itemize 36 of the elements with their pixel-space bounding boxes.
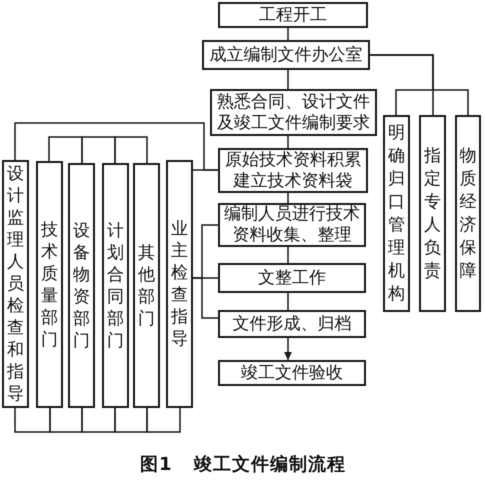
connector-line <box>287 70 289 89</box>
vertical-text-box: 计划合同部门 <box>102 163 129 408</box>
process-box: 竣工文件验收 <box>218 360 366 386</box>
connector-line <box>287 193 289 203</box>
vertical-text-box: 指定专人负责 <box>419 115 446 312</box>
connector-line <box>114 136 148 163</box>
connector-line <box>14 408 51 433</box>
connector-line <box>49 408 83 433</box>
process-box: 熟悉合同、设计文件及竣工文件编制要求 <box>210 89 377 136</box>
connector-line <box>81 408 116 433</box>
process-box: 文件形成、归档 <box>218 310 366 338</box>
connector-line <box>287 136 289 148</box>
connector-line <box>146 408 181 433</box>
connector-line <box>370 54 469 115</box>
connector-line <box>287 293 289 310</box>
vertical-text-box: 业主检查指导 <box>166 160 193 408</box>
connector-line <box>48 136 83 163</box>
connector-line <box>193 277 218 319</box>
process-box: 文整工作 <box>218 263 366 293</box>
process-box: 成立编制文件办公室 <box>202 40 370 70</box>
vertical-text-box: 明确归口管理机构 <box>383 115 410 312</box>
vertical-text-box: 技术质量部门 <box>36 161 63 408</box>
connector-line <box>287 28 289 40</box>
arrow <box>284 338 292 360</box>
process-box: 编制人员进行技术资料收集、整理 <box>218 203 366 247</box>
vertical-text-box: 设备物资部门 <box>68 163 95 408</box>
connector-line <box>81 136 116 163</box>
connector-line <box>287 247 289 263</box>
process-box: 原始技术资料积累建立技术资料袋 <box>218 148 368 193</box>
vertical-text-box: 物质经济保障 <box>455 115 481 312</box>
process-box: 工程开工 <box>218 2 368 28</box>
connector-line <box>114 408 148 433</box>
vertical-text-box: 设计监理人员检查和指导 <box>2 160 29 408</box>
figure-caption: 图1 竣工文件编制流程 <box>140 454 346 476</box>
connector-line <box>193 169 218 171</box>
vertical-text-box: 其他部门 <box>133 163 160 408</box>
